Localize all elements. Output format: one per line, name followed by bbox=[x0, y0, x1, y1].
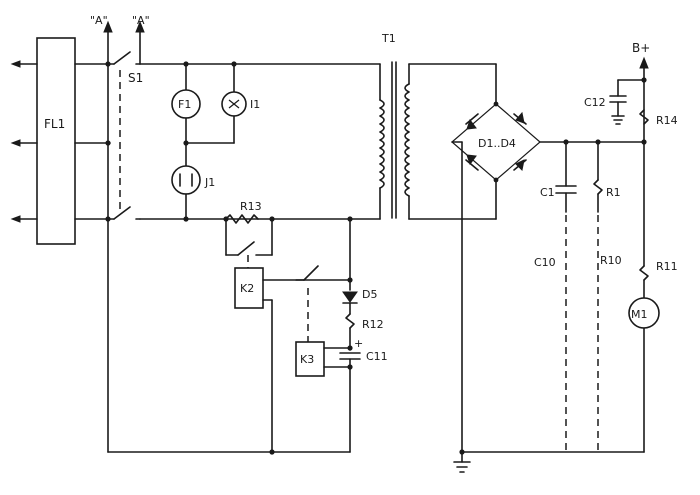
ground-symbol bbox=[453, 451, 471, 473]
m1-label: M1 bbox=[631, 308, 648, 321]
c11-plus: + bbox=[354, 337, 363, 350]
r11-label: R11 bbox=[656, 260, 678, 273]
b-plus-label: B+ bbox=[632, 41, 650, 55]
j1-label: J1 bbox=[204, 176, 215, 189]
c12-label: C12 bbox=[584, 96, 606, 109]
f1-label: F1 bbox=[178, 98, 191, 111]
switch-s1-label: S1 bbox=[128, 71, 143, 85]
d5-label: D5 bbox=[362, 288, 377, 301]
left-output-arrows bbox=[10, 60, 38, 223]
j1-component bbox=[171, 165, 201, 195]
a-left-label: "A" bbox=[90, 14, 108, 27]
c1-label: C1 bbox=[540, 186, 555, 199]
c11-label: C11 bbox=[366, 350, 388, 363]
filter-fl1-box bbox=[36, 37, 76, 245]
b-plus-arrow bbox=[639, 56, 649, 69]
a-left-arrow bbox=[103, 20, 113, 33]
r14-label: R14 bbox=[656, 114, 678, 127]
d5-diode bbox=[342, 291, 358, 303]
a-right-label: "A" bbox=[132, 14, 150, 27]
k2-relay bbox=[234, 267, 264, 309]
c10-label: C10 bbox=[534, 256, 556, 269]
k3-label: K3 bbox=[300, 353, 314, 366]
r12-label: R12 bbox=[362, 318, 384, 331]
d1-d4-label: D1..D4 bbox=[478, 137, 516, 150]
r10-label: R10 bbox=[600, 254, 622, 267]
r1-label: R1 bbox=[606, 186, 621, 199]
t1-label: T1 bbox=[381, 32, 396, 45]
r13-label: R13 bbox=[240, 200, 262, 213]
r12-resistor bbox=[345, 313, 355, 329]
filter-fl1-label: FL1 bbox=[44, 117, 65, 131]
k3-relay bbox=[295, 341, 325, 377]
i1-label: I1 bbox=[250, 98, 260, 111]
k2-label: K2 bbox=[240, 282, 254, 295]
r13-resistor bbox=[225, 214, 259, 224]
a-right-arrow bbox=[135, 20, 145, 33]
transformer-t1 bbox=[379, 61, 410, 220]
